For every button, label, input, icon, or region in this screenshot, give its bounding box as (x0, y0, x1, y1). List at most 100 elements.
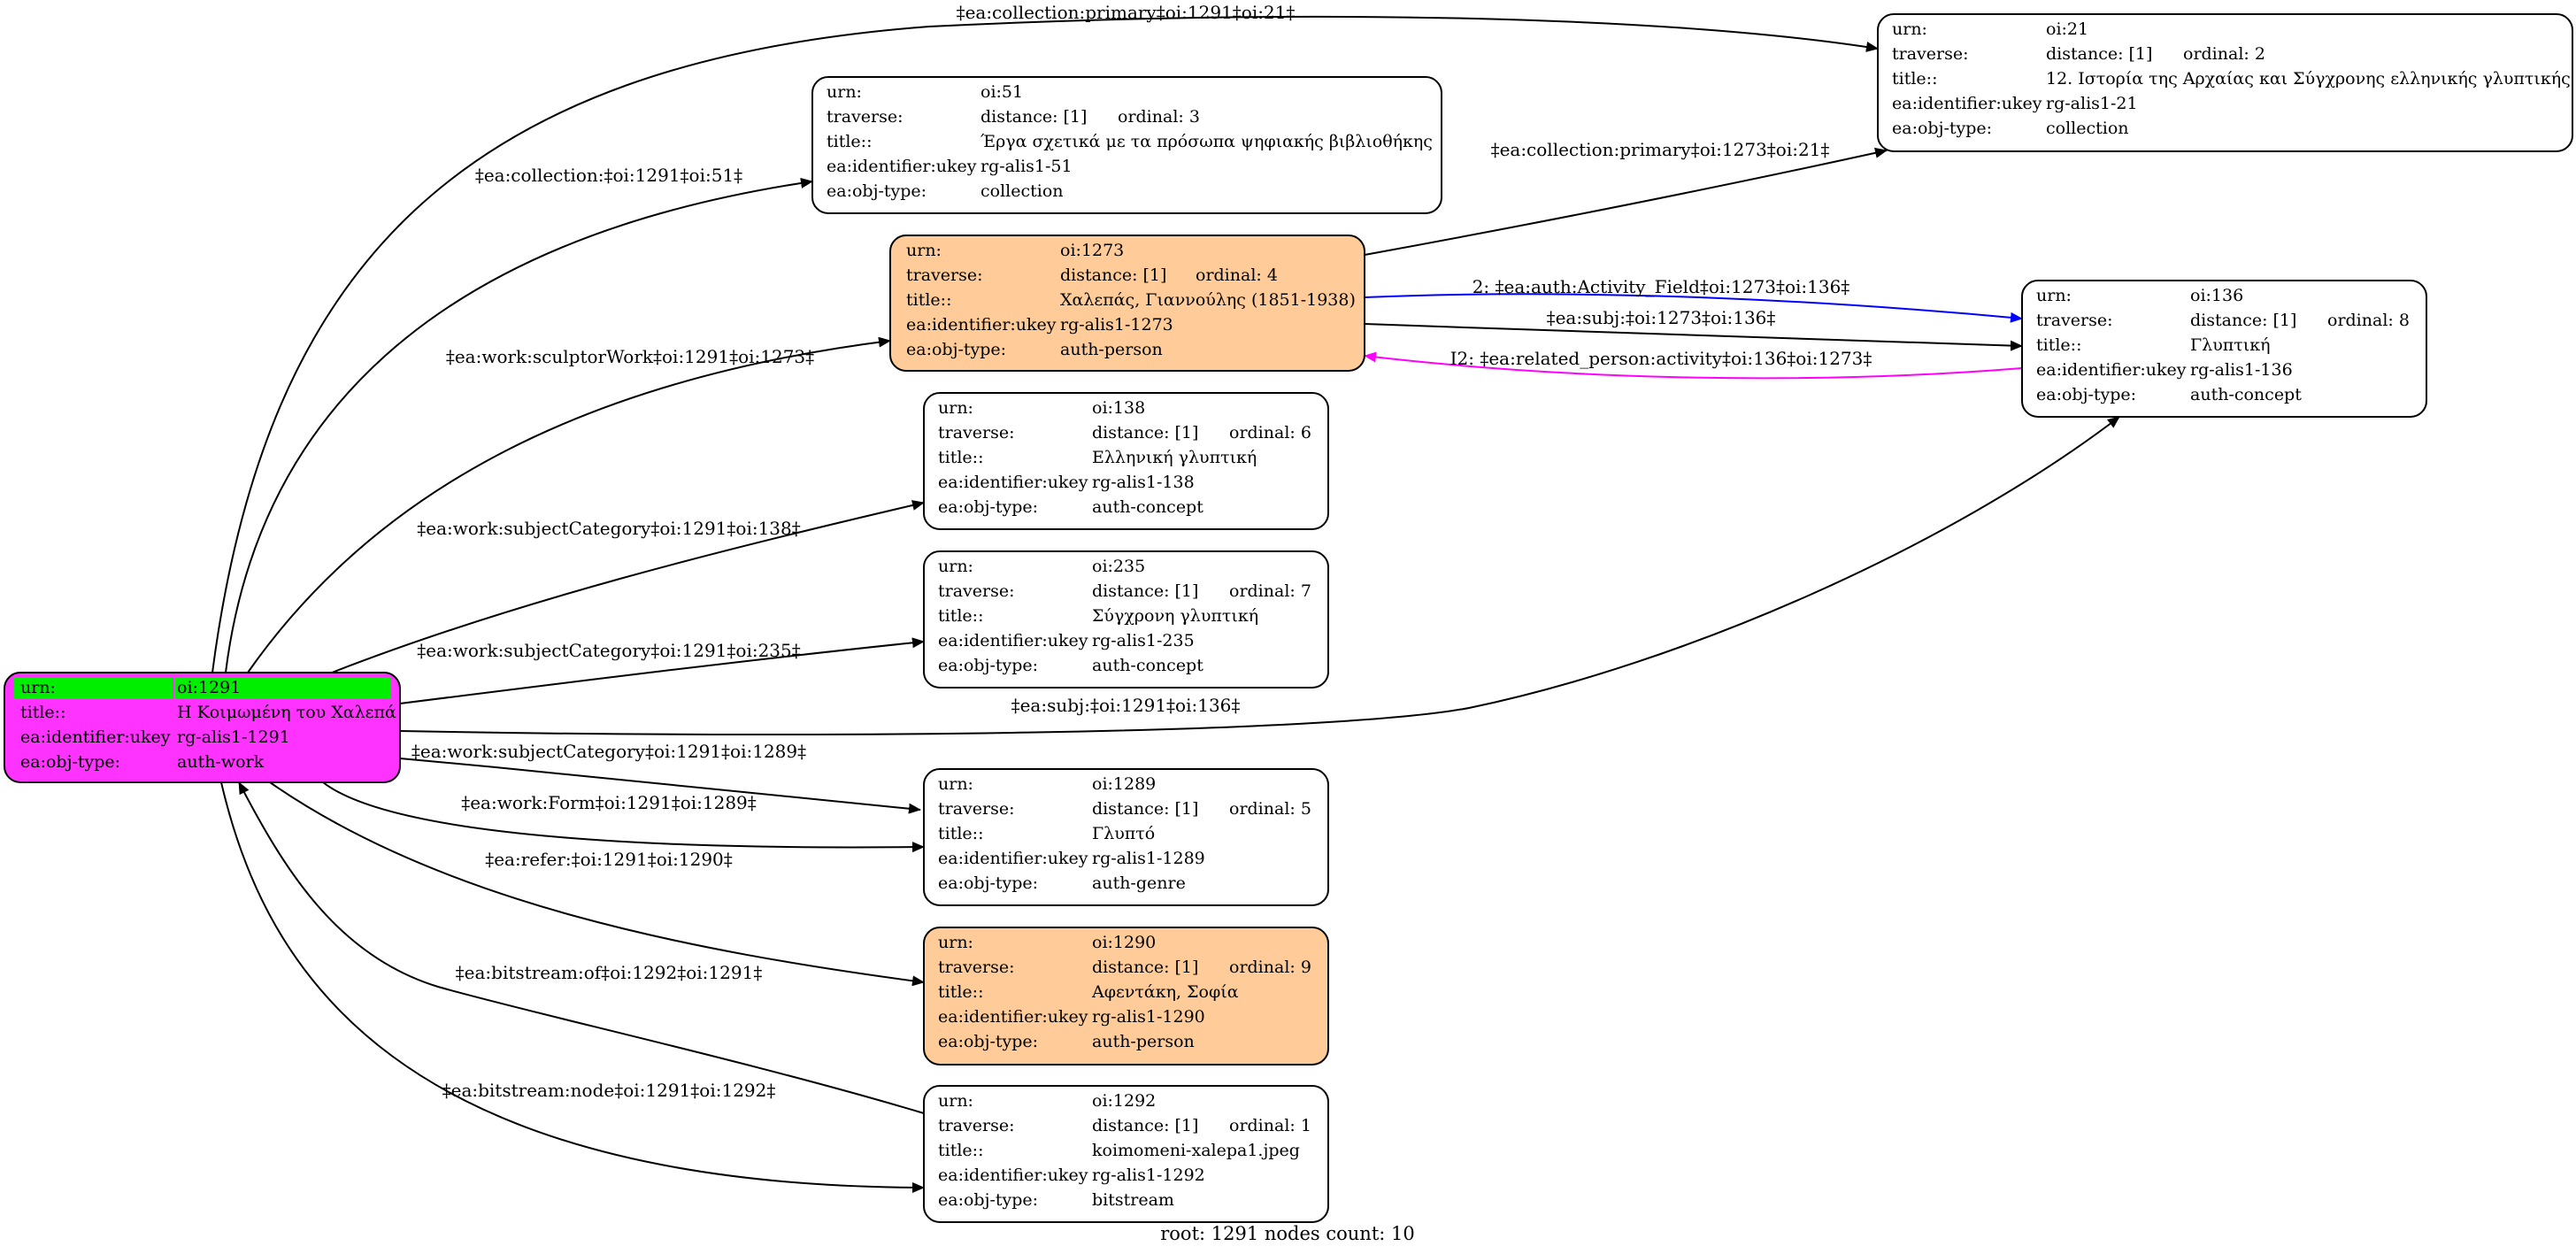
node-box (1877, 13, 2573, 152)
edge-label: ‡ea:collection:primary‡oi:1291‡oi:21‡ (957, 2, 1296, 23)
root-urn-highlight (174, 677, 390, 699)
node-field-ordinal: ordinal: 9 (1229, 958, 1311, 977)
node-field-value: rg-alis1-1291 (177, 727, 290, 747)
node-field-value: Γλυπτική (2190, 335, 2270, 355)
node-field-label: traverse: (938, 581, 1015, 601)
edge-label: ‡ea:work:sculptorWork‡oi:1291‡oi:1273‡ (446, 346, 814, 367)
node-field-label: ea:obj-type: (1892, 119, 1992, 138)
node-field-label: title:: (938, 448, 983, 467)
edge-label: ‡ea:work:subjectCategory‡oi:1291‡oi:1289… (411, 741, 806, 762)
edge-label: ‡ea:bitstream:of‡oi:1292‡oi:1291‡ (456, 962, 763, 983)
node-field-label: ea:obj-type: (906, 340, 1006, 359)
node-field-value: oi:235 (1092, 557, 1145, 576)
node-field-label: traverse: (938, 1116, 1015, 1135)
edge-label: ‡ea:work:Form‡oi:1291‡oi:1289‡ (461, 792, 757, 813)
node-field-ordinal: ordinal: 3 (1118, 107, 1200, 127)
node-field-label: title:: (1892, 69, 1937, 88)
node-field-ordinal: ordinal: 6 (1229, 423, 1311, 442)
node-field-value: Ελληνική γλυπτική (1092, 448, 1257, 467)
node-field-label: ea:identifier:ukey (20, 727, 171, 747)
edge-e_form_1291_1289 (322, 781, 925, 853)
node-box (923, 927, 1329, 1066)
node-field-label: ea:obj-type: (938, 1032, 1038, 1051)
node-field-ordinal: ordinal: 1 (1229, 1116, 1311, 1135)
node-field-value: rg-alis1-1290 (1092, 1007, 1205, 1027)
node-field-label: title:: (938, 1141, 983, 1160)
node-field-value: auth-genre (1092, 873, 1186, 893)
node-field-label: urn: (2036, 286, 2072, 305)
node-field-value: rg-alis1-21 (2046, 94, 2138, 113)
node-field-label: ea:identifier:ukey (938, 1166, 1088, 1185)
node-field-value: Γλυπτό (1092, 824, 1155, 843)
edge-label: ‡ea:work:subjectCategory‡oi:1291‡oi:235‡ (417, 640, 801, 661)
node-field-value: oi:1292 (1092, 1091, 1156, 1111)
edge-e_collection_1291_51 (225, 177, 813, 673)
node-field-label: urn: (827, 82, 862, 102)
node-field-value: distance: [1] (2190, 311, 2296, 330)
node-box (4, 672, 401, 783)
node-field-value: distance: [1] (2046, 44, 2152, 64)
node-field-value: Χαλεπάς, Γιαννούλης (1851-1938) (1060, 290, 1356, 310)
node-field-value: rg-alis1-138 (1092, 473, 1195, 492)
node-field-value: distance: [1] (1092, 423, 1198, 442)
node-field-label: ea:obj-type: (938, 1190, 1038, 1210)
node-field-value: rg-alis1-1292 (1092, 1166, 1205, 1185)
node-field-label: urn: (938, 557, 973, 576)
node-field-label: ea:identifier:ukey (1892, 94, 2042, 113)
node-box (923, 550, 1329, 689)
node-field-value: rg-alis1-1289 (1092, 849, 1205, 868)
node-field-label: urn: (906, 241, 942, 260)
node-field-label: ea:obj-type: (938, 656, 1038, 675)
node-field-value: rg-alis1-51 (980, 157, 1073, 176)
node-field-value: Έργα σχετικά με τα πρόσωπα ψηφιακής βιβλ… (980, 132, 1433, 151)
node-field-value: distance: [1] (980, 107, 1087, 127)
node-field-value: Η Κοιμωμένη του Χαλεπά (177, 703, 396, 722)
node-field-label: ea:identifier:ukey (2036, 360, 2187, 380)
edge-label: ‡ea:bitstream:node‡oi:1291‡oi:1292‡ (442, 1080, 776, 1101)
edge-label: ‡ea:subj:‡oi:1273‡oi:136‡ (1547, 307, 1776, 328)
node-field-value: Αφεντάκη, Σοφία (1091, 982, 1239, 1002)
node-field-value: oi:1289 (1092, 774, 1156, 794)
node-box (811, 76, 1442, 214)
node-field-label: ea:identifier:ukey (906, 315, 1057, 335)
node-field-label: title:: (827, 132, 872, 151)
edge-label: ‡ea:collection:primary‡oi:1273‡oi:21‡ (1491, 139, 1830, 160)
node-field-value: koimomeni-xalepa1.jpeg (1092, 1141, 1300, 1160)
edge-e_subjectcategory_1291_138 (331, 500, 925, 673)
edge-label: ‡ea:subj:‡oi:1291‡oi:136‡ (1011, 695, 1241, 716)
edge-e_related_person_136_1273 (1364, 351, 2023, 380)
node-field-value: oi:51 (980, 82, 1023, 102)
edge-e_auth_activity_1273_136 (1364, 293, 2023, 323)
node-field-label: urn: (1892, 19, 1927, 39)
node-box (2021, 280, 2427, 418)
node-field-label: ea:identifier:ukey (938, 631, 1088, 650)
node-field-ordinal: ordinal: 7 (1229, 581, 1311, 601)
edge-e_collection_primary_1273_21 (1364, 147, 1888, 256)
node-field-label: title:: (906, 290, 951, 310)
node-field-ordinal: ordinal: 2 (2183, 44, 2265, 64)
node-field-label: urn: (938, 398, 973, 418)
node-field-value: auth-person (1092, 1032, 1195, 1051)
node-n51[interactable]: urn: oi:51 traverse: distance: [1] ordinal: … (811, 76, 1442, 214)
node-field-label: urn: (938, 774, 973, 794)
node-field-value: distance: [1] (1092, 1116, 1198, 1135)
node-field-value: 12. Ιστορία της Αρχαίας και Σύγχρονης ελ… (2046, 69, 2571, 88)
edge-label: I2: ‡ea:related_person:activity‡oi:136‡o… (1450, 348, 1872, 369)
node-field-label: ea:obj-type: (2036, 385, 2136, 404)
node-field-value: auth-concept (2190, 385, 2302, 404)
node-field-label: title:: (938, 982, 983, 1002)
edge-e_collection_primary_1291_21 (211, 15, 1879, 673)
node-field-label: ea:identifier:ukey (938, 1007, 1088, 1027)
node-field-label: traverse: (827, 107, 904, 127)
edge-e_bitstream_of_1292_1291 (238, 781, 925, 1114)
